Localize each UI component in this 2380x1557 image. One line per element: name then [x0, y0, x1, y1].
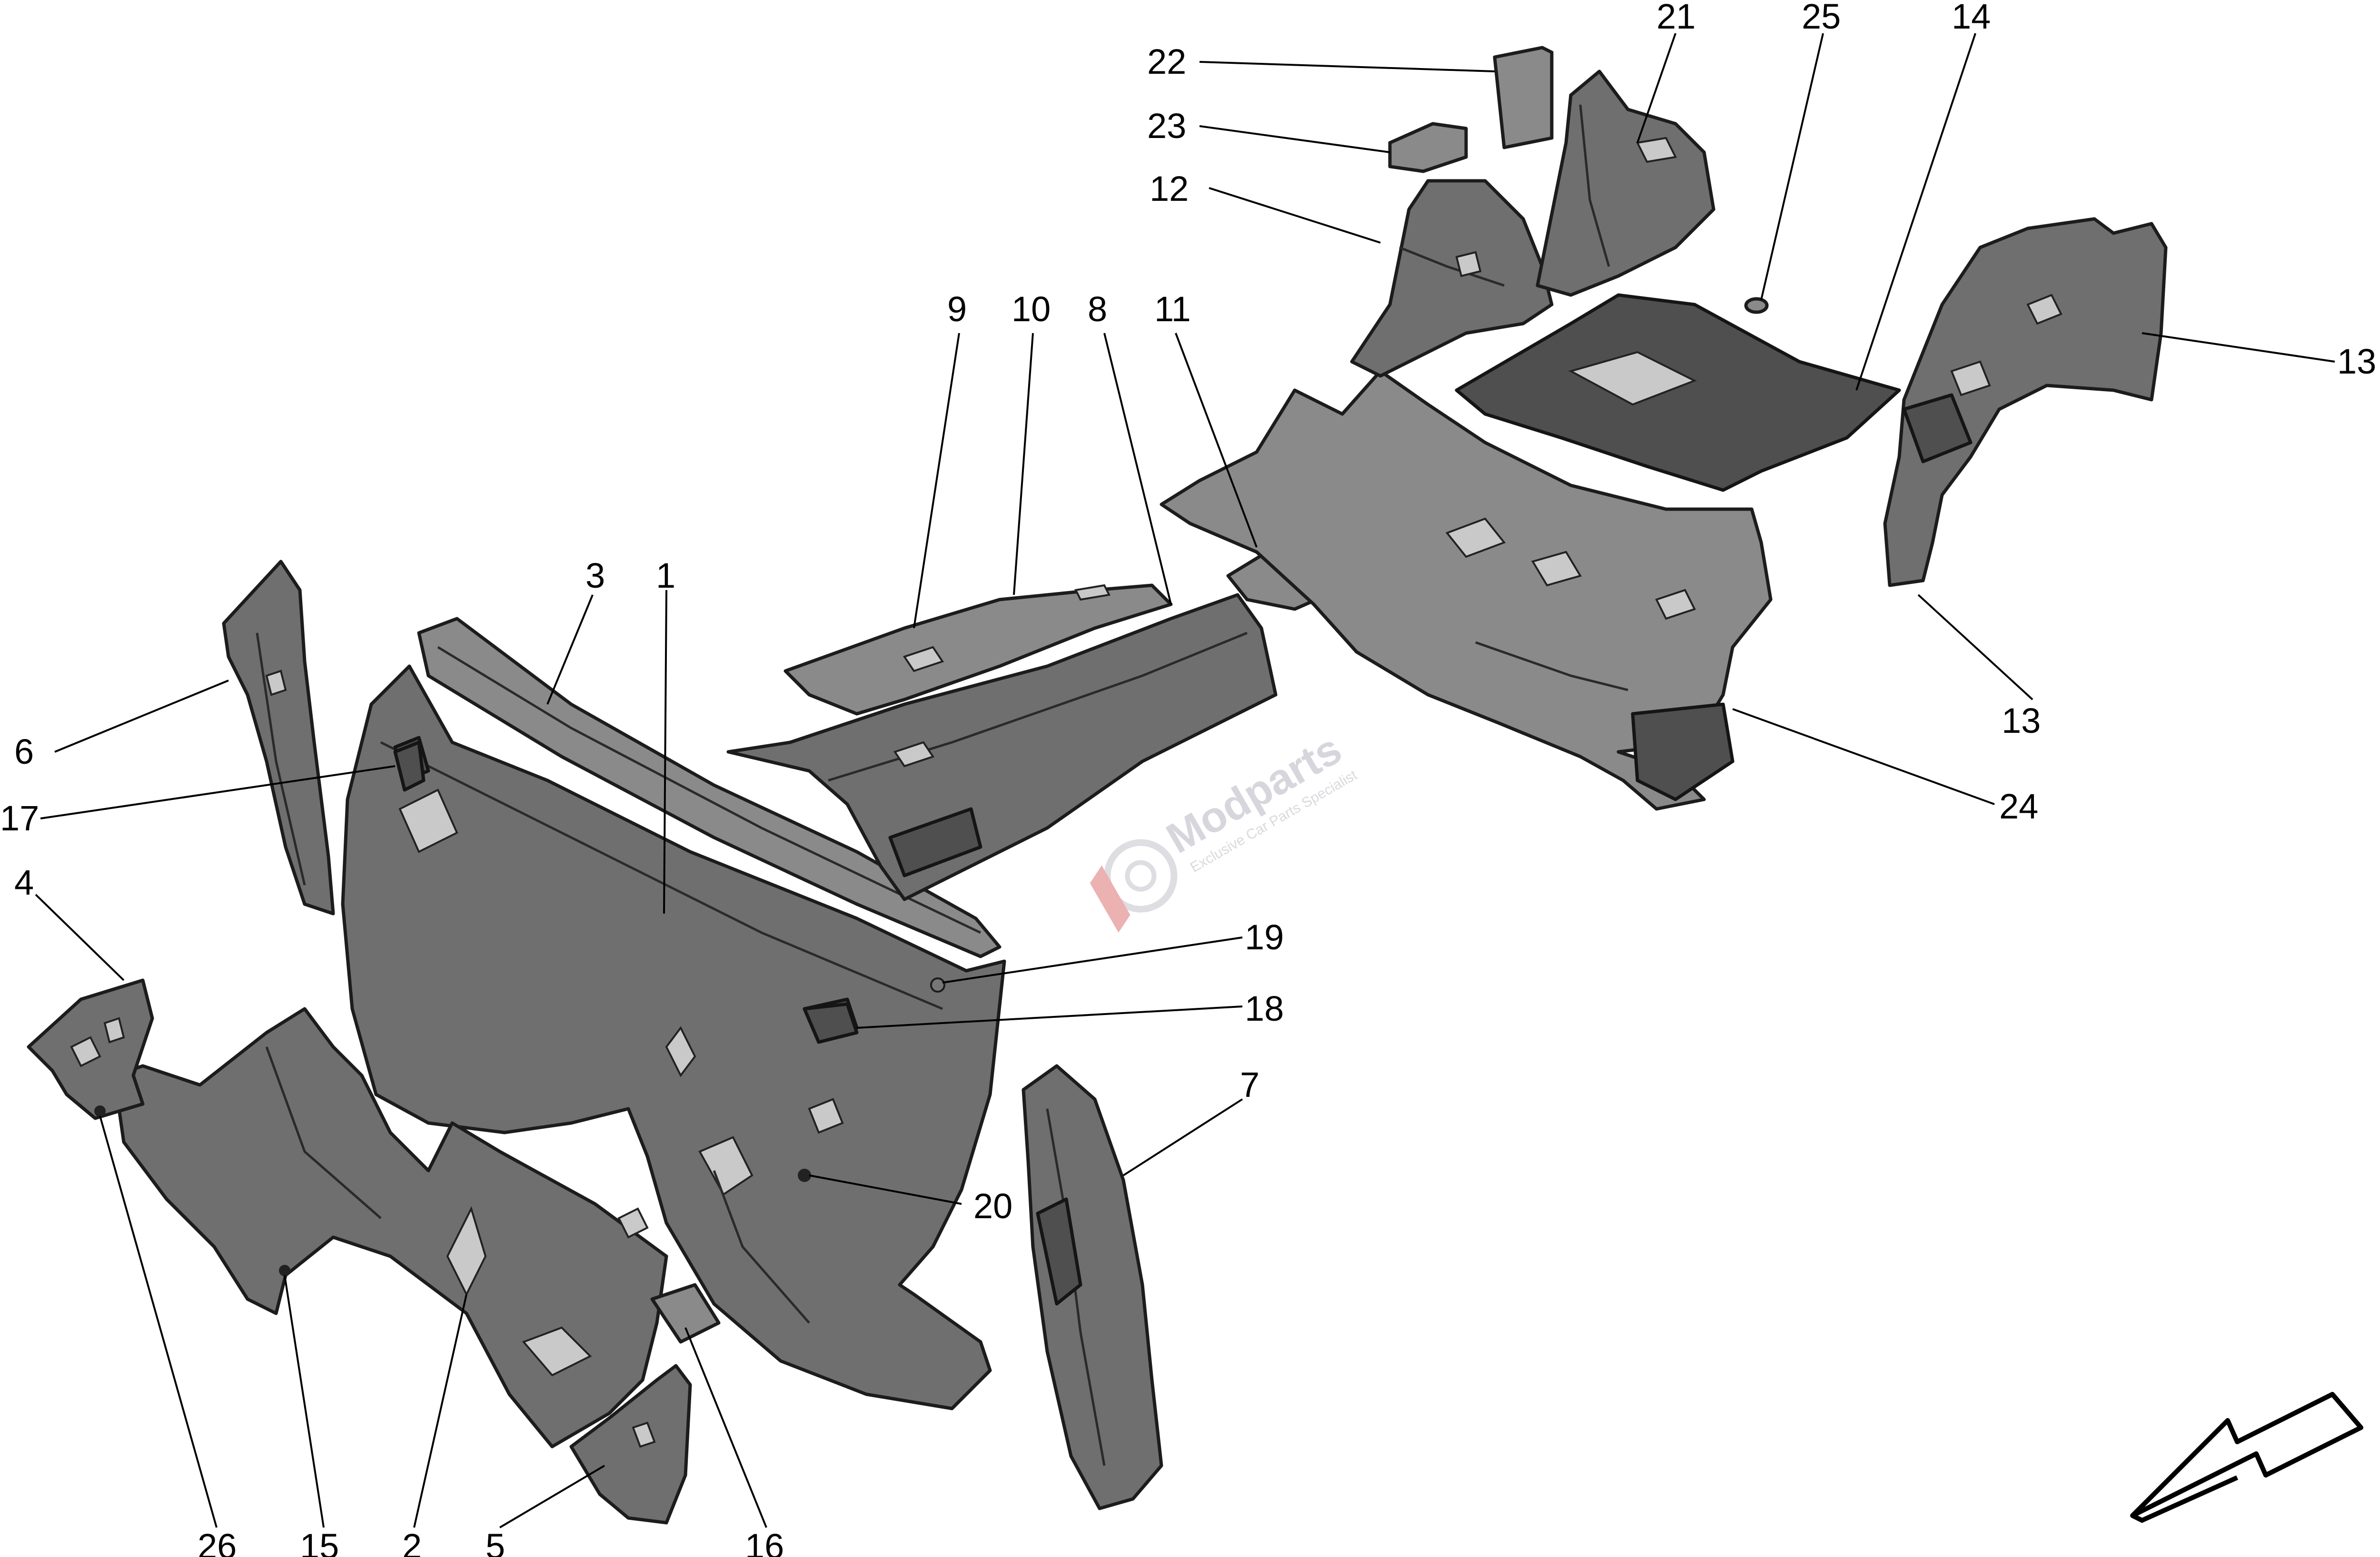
part-21	[1536, 69, 1716, 297]
callout-18: 18	[1245, 989, 1284, 1028]
part-9	[783, 583, 1173, 716]
part-13	[1883, 217, 2168, 587]
part-22	[1493, 46, 1554, 149]
part-4	[27, 978, 154, 1120]
callout-9: 9	[947, 289, 967, 329]
callout-3: 3	[585, 556, 605, 595]
callout-7: 7	[1240, 1065, 1259, 1104]
callout-14: 14	[1952, 0, 1991, 36]
callout-4: 4	[14, 863, 34, 902]
callout-22: 22	[1147, 42, 1186, 81]
direction-arrow-icon	[2130, 1392, 2363, 1523]
callout-21: 21	[1656, 0, 1696, 36]
callout-11: 11	[1154, 289, 1191, 329]
part-15	[279, 1265, 290, 1276]
callout-24: 24	[1999, 787, 2038, 826]
callout-23: 23	[1147, 106, 1186, 146]
part-18	[803, 1002, 859, 1044]
part-14	[1455, 293, 1901, 492]
part-8	[726, 593, 1278, 901]
callout-1: 1	[656, 556, 675, 595]
callout-19: 19	[1245, 917, 1284, 957]
watermark-accent-mark	[1090, 865, 1130, 933]
part-17	[393, 740, 426, 792]
callout-16: 16	[745, 1527, 784, 1557]
part-20	[798, 1169, 811, 1182]
part-7	[1021, 1064, 1163, 1510]
callout-12: 12	[1150, 169, 1189, 208]
callout-20: 20	[973, 1186, 1012, 1226]
callout-13a: 13	[2337, 342, 2376, 381]
callout-8: 8	[1088, 289, 1107, 329]
part-24	[1160, 369, 1773, 811]
part-25	[1744, 297, 1769, 314]
part-2	[112, 1007, 668, 1449]
part-6	[222, 560, 335, 916]
part-19	[930, 977, 945, 993]
callout-15: 15	[300, 1527, 339, 1557]
callout-5: 5	[486, 1527, 505, 1557]
part-16	[650, 1283, 721, 1344]
callout-13b: 13	[2002, 701, 2041, 740]
callout-17: 17	[0, 798, 39, 838]
leader-lines	[35, 33, 2335, 1528]
part-26	[94, 1105, 106, 1117]
part-3	[417, 617, 1002, 958]
callout-2: 2	[402, 1527, 422, 1557]
part-12	[1350, 179, 1554, 378]
callout-25: 25	[1802, 0, 1841, 36]
callout-6: 6	[14, 732, 34, 771]
callout-26: 26	[198, 1527, 237, 1557]
callout-10: 10	[1012, 289, 1051, 329]
part-5	[569, 1364, 692, 1525]
part-23	[1388, 122, 1468, 173]
